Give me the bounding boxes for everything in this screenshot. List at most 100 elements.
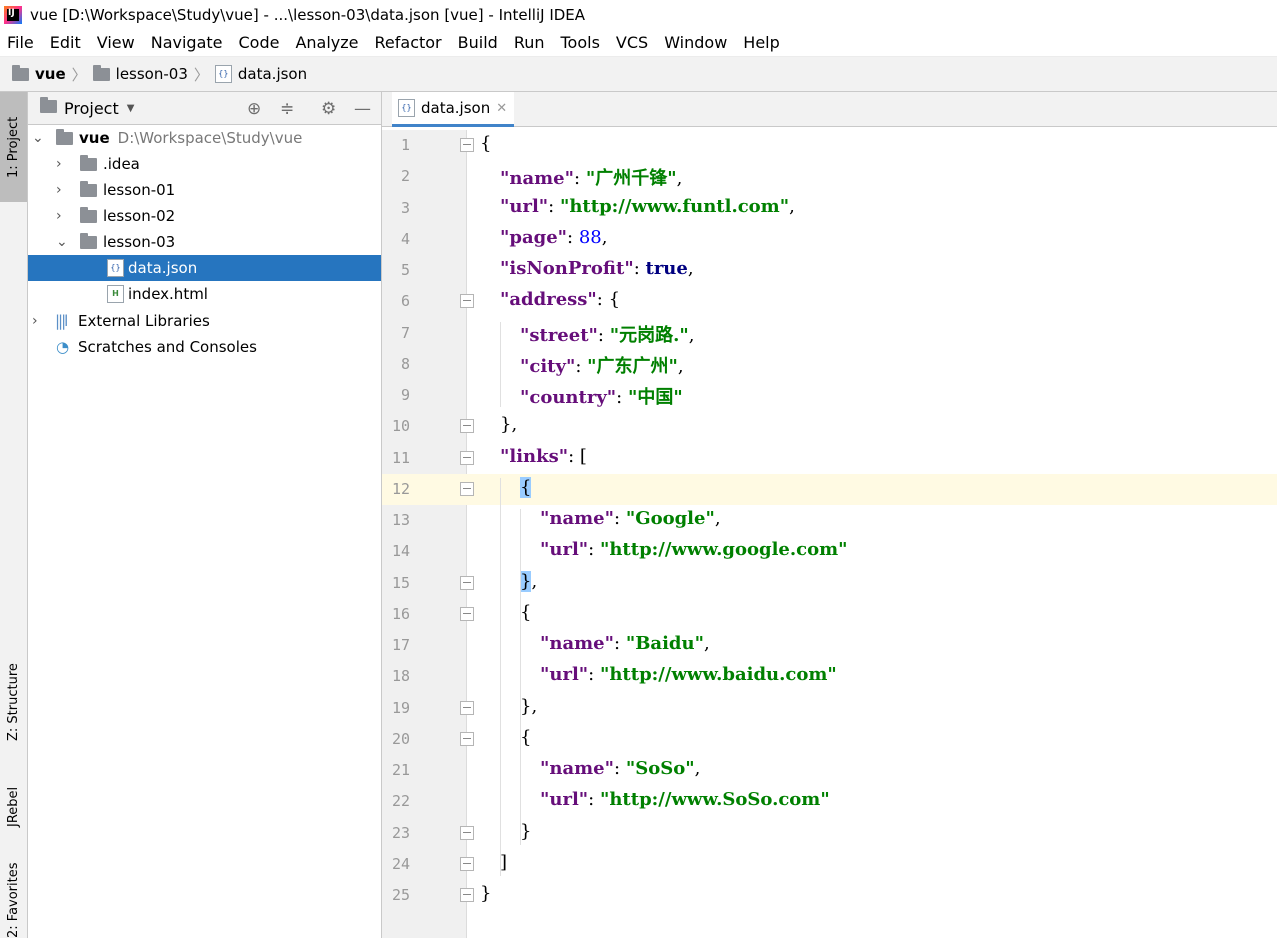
tree-item-index-html[interactable]: H index.html xyxy=(28,281,381,307)
fold-marker-icon[interactable] xyxy=(460,888,474,902)
locate-file-icon[interactable]: ⊕ xyxy=(247,99,262,119)
menu-help[interactable]: Help xyxy=(743,33,780,52)
menu-view[interactable]: View xyxy=(96,33,135,52)
tree-item-lesson-03[interactable]: ⌄ lesson-03 xyxy=(56,233,176,251)
close-tab-icon[interactable]: ✕ xyxy=(496,100,508,116)
settings-gear-icon[interactable]: ⚙ xyxy=(321,99,337,119)
menu-analyze[interactable]: Analyze xyxy=(295,33,359,52)
code-line[interactable]: 6"address": { xyxy=(382,286,1277,317)
code-line[interactable]: 10}, xyxy=(382,411,1277,442)
line-number[interactable]: 19 xyxy=(391,698,410,717)
code-line[interactable]: 12{ xyxy=(382,473,1277,505)
tool-tab-project[interactable]: 1: Project xyxy=(0,92,27,202)
line-number[interactable]: 11 xyxy=(391,448,410,467)
menu-window[interactable]: Window xyxy=(664,33,728,52)
menu-tools[interactable]: Tools xyxy=(560,33,600,52)
fold-marker-icon[interactable] xyxy=(460,294,474,309)
breadcrumb-folder[interactable]: lesson-03 xyxy=(92,64,188,83)
code-line[interactable]: 11"links": [ xyxy=(382,443,1277,474)
menu-build[interactable]: Build xyxy=(457,33,498,52)
fold-marker-icon[interactable] xyxy=(460,419,474,434)
line-number[interactable]: 7 xyxy=(400,323,410,342)
line-number[interactable]: 24 xyxy=(391,854,410,873)
tree-item-lesson-02[interactable]: › lesson-02 xyxy=(56,207,176,225)
code-line[interactable]: 20{ xyxy=(382,724,1277,755)
hide-panel-icon[interactable]: — xyxy=(354,99,371,119)
menu-vcs[interactable]: VCS xyxy=(615,33,649,52)
menu-refactor[interactable]: Refactor xyxy=(374,33,442,52)
line-number[interactable]: 15 xyxy=(391,573,410,592)
line-number[interactable]: 8 xyxy=(400,354,410,373)
line-number[interactable]: 1 xyxy=(400,136,410,154)
code-line[interactable]: 19}, xyxy=(382,693,1277,724)
code-line[interactable]: 9"country": "中国" xyxy=(382,380,1277,411)
line-number[interactable]: 10 xyxy=(391,417,410,436)
chevron-right-icon[interactable]: › xyxy=(32,313,38,329)
menu-edit[interactable]: Edit xyxy=(49,33,81,52)
line-number[interactable]: 25 xyxy=(391,886,410,904)
menu-code[interactable]: Code xyxy=(238,33,280,52)
line-number[interactable]: 20 xyxy=(391,729,410,748)
code-line[interactable]: 25} xyxy=(382,880,1277,911)
code-line[interactable]: 3"url": "http://www.funtl.com", xyxy=(382,193,1277,224)
code-line[interactable]: 22"url": "http://www.SoSo.com" xyxy=(382,786,1277,817)
code-line[interactable]: 2"name": "广州千锋", xyxy=(382,161,1277,192)
fold-marker-icon[interactable] xyxy=(460,825,474,840)
fold-marker-icon[interactable] xyxy=(460,575,474,590)
code-line[interactable]: 13"name": "Google", xyxy=(382,505,1277,536)
code-line[interactable]: 17"name": "Baidu", xyxy=(382,630,1277,661)
tree-item-data-json[interactable]: {} data.json xyxy=(28,255,381,281)
fold-marker-icon[interactable] xyxy=(460,700,474,715)
breadcrumb-file[interactable]: {} data.json xyxy=(214,65,307,83)
fold-marker-icon[interactable] xyxy=(460,138,474,152)
code-line[interactable]: 5"isNonProfit": true, xyxy=(382,255,1277,286)
line-number[interactable]: 17 xyxy=(391,636,410,654)
line-number[interactable]: 5 xyxy=(400,261,410,279)
fold-marker-icon[interactable] xyxy=(460,606,474,621)
tree-item-scratches[interactable]: ◔ Scratches and Consoles xyxy=(56,338,257,356)
fold-marker-icon[interactable] xyxy=(460,450,474,465)
line-number[interactable]: 14 xyxy=(391,542,410,561)
line-number[interactable]: 9 xyxy=(400,386,410,404)
fold-marker-icon[interactable] xyxy=(460,856,474,871)
line-number[interactable]: 6 xyxy=(400,292,410,311)
code-line[interactable]: 14"url": "http://www.google.com" xyxy=(382,536,1277,567)
code-line[interactable]: 24] xyxy=(382,849,1277,880)
chevron-right-icon[interactable]: › xyxy=(56,182,62,198)
line-number[interactable]: 4 xyxy=(400,229,410,248)
caret-down-icon[interactable]: ▼ xyxy=(126,102,135,114)
code-line[interactable]: 4"page": 88, xyxy=(382,224,1277,255)
line-number[interactable]: 22 xyxy=(391,792,410,811)
line-number[interactable]: 21 xyxy=(391,761,410,779)
code-line[interactable]: 1{ xyxy=(382,130,1277,161)
chevron-right-icon[interactable]: › xyxy=(56,208,62,224)
code-line[interactable]: 16{ xyxy=(382,599,1277,630)
tree-item-external-libraries[interactable]: › |||l External Libraries xyxy=(32,312,210,330)
line-number[interactable]: 3 xyxy=(400,198,410,217)
breadcrumb-root[interactable]: vue xyxy=(12,64,66,83)
code-line[interactable]: 23} xyxy=(382,818,1277,849)
code-line[interactable]: 7"street": "元岗路.", xyxy=(382,318,1277,349)
tool-tab-jrebel[interactable]: JRebel xyxy=(6,786,21,828)
fold-marker-icon[interactable] xyxy=(460,481,474,496)
line-number[interactable]: 23 xyxy=(391,823,410,842)
tool-tab-favorites[interactable]: 2: Favorites xyxy=(6,862,21,938)
line-number[interactable]: 18 xyxy=(391,667,410,686)
code-line[interactable]: 18"url": "http://www.baidu.com" xyxy=(382,661,1277,692)
chevron-right-icon[interactable]: › xyxy=(56,156,62,172)
tree-item-idea[interactable]: › .idea xyxy=(56,155,140,173)
menu-navigate[interactable]: Navigate xyxy=(150,33,223,52)
code-line[interactable]: 21"name": "SoSo", xyxy=(382,755,1277,786)
menu-file[interactable]: File xyxy=(7,33,34,52)
collapse-all-icon[interactable]: ≑ xyxy=(280,99,295,119)
chevron-down-icon[interactable]: ⌄ xyxy=(32,130,44,146)
line-number[interactable]: 16 xyxy=(391,604,410,623)
code-line[interactable]: 8"city": "广东广州", xyxy=(382,349,1277,380)
chevron-down-icon[interactable]: ⌄ xyxy=(56,234,68,250)
line-number[interactable]: 12 xyxy=(391,479,410,498)
tab-data-json[interactable]: {} data.json ✕ xyxy=(392,92,514,127)
menu-run[interactable]: Run xyxy=(513,33,545,52)
line-number[interactable]: 13 xyxy=(391,511,410,529)
line-number[interactable]: 2 xyxy=(400,167,410,186)
